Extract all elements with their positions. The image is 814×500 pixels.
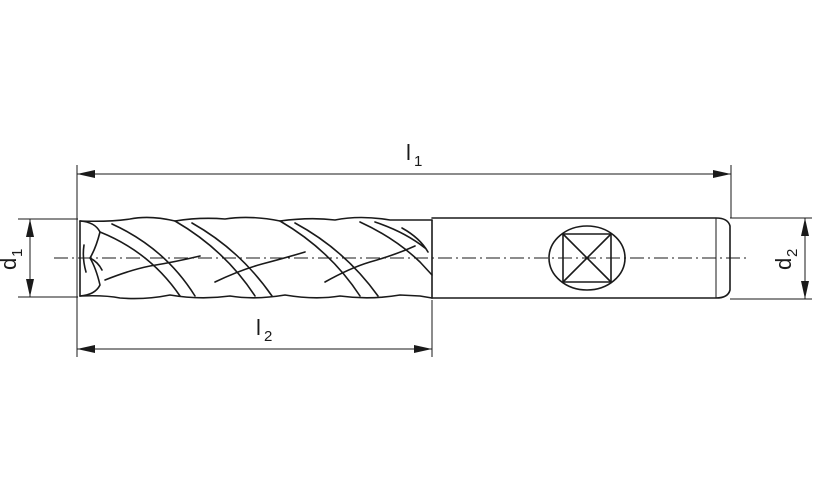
l2-label: l	[256, 315, 261, 340]
d2-top-arrow	[801, 218, 809, 236]
d1-top-arrow	[26, 219, 34, 237]
flat-marking	[548, 225, 626, 291]
dimension-l2: l 2	[77, 315, 432, 353]
shank	[431, 217, 731, 299]
d2-bottom-arrow	[801, 281, 809, 299]
l1-subscript: 1	[414, 153, 422, 170]
l1-right-arrow	[713, 170, 731, 178]
fluted-section	[79, 216, 433, 300]
d2-subscript: 2	[784, 249, 801, 257]
d1-label: d	[0, 258, 21, 270]
extension-lines	[18, 165, 812, 357]
l2-right-arrow	[414, 345, 432, 353]
l2-subscript: 2	[264, 328, 272, 345]
d1-bottom-arrow	[26, 279, 34, 297]
dimension-d1: d 1	[0, 219, 34, 297]
dimension-d2: d 2	[771, 218, 809, 299]
d1-subscript: 1	[9, 249, 26, 257]
l1-label: l	[406, 140, 411, 165]
flat-marking-square	[562, 233, 612, 283]
l2-left-arrow	[77, 345, 95, 353]
l1-left-arrow	[77, 170, 95, 178]
d2-label: d	[771, 258, 796, 270]
dimension-l1: l 1	[77, 140, 731, 178]
